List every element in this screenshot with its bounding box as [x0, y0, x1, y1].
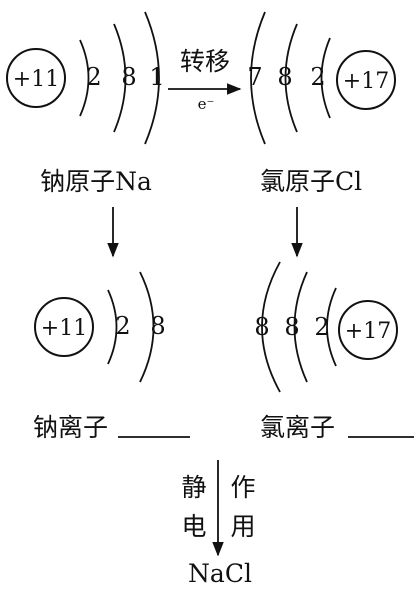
- sodium-ion: +11 2 8: [34, 271, 166, 383]
- electron-symbol: e⁻: [198, 95, 215, 113]
- sodium-ion-nucleus-charge: +11: [41, 316, 87, 341]
- chloride-ion: 8 8 2 +17: [254, 261, 398, 393]
- chloride-ion-shell-3: [261, 261, 281, 393]
- chloride-ion-shell-1: [326, 287, 337, 367]
- sodium-ion-shell-1-electrons: 2: [115, 312, 130, 340]
- sodium-ion-label: 钠离子: [33, 413, 108, 442]
- electrostatic-interaction: 静 电 作 用: [181, 460, 256, 557]
- electron-transfer: 转移 e⁻: [168, 47, 242, 113]
- sodium-ion-shell-2-electrons: 8: [150, 312, 165, 340]
- chloride-ion-nucleus-charge: +17: [345, 319, 391, 344]
- chlorine-atom-label: 氯原子Cl: [260, 167, 362, 196]
- electrostatic-char-2: 电: [181, 512, 206, 541]
- sodium-ion-shell-1: [107, 289, 118, 365]
- chlorine-atom-shell-1: [320, 37, 331, 119]
- electrostatic-char-1: 静: [181, 473, 206, 502]
- chlorine-atom-nucleus-charge: +17: [343, 69, 389, 94]
- chloride-ion-shell-2: [293, 271, 308, 383]
- sodium-atom-shell-3: [144, 11, 160, 145]
- chlorine-atom-shell-1-electrons: 2: [310, 63, 325, 91]
- chlorine-atom-shell-3: [250, 11, 266, 145]
- sodium-atom-shell-2: [113, 23, 127, 133]
- chloride-ion-shell-2-electrons: 8: [284, 313, 299, 341]
- chloride-ion-shell-3-electrons: 8: [254, 313, 269, 341]
- sodium-atom: +11 2 8 1: [6, 11, 165, 145]
- chloride-ion-nucleus: [338, 300, 398, 360]
- sodium-atom-shell-2-electrons: 8: [121, 63, 136, 91]
- chloride-ion-shell-1-electrons: 2: [314, 313, 329, 341]
- sodium-atom-shell-1: [79, 39, 90, 117]
- chlorine-atom-nucleus: [336, 50, 396, 110]
- chlorine-atom-shell-2: [284, 23, 298, 133]
- sodium-atom-shell-3-electrons: 1: [149, 63, 164, 91]
- electrostatic-char-3: 作: [230, 473, 255, 502]
- chlorine-atom-shell-2-electrons: 8: [277, 63, 292, 91]
- transfer-label: 转移: [180, 47, 230, 76]
- sodium-ion-shell-2: [139, 271, 155, 383]
- electrostatic-char-4: 用: [230, 512, 255, 541]
- chlorine-atom: 7 8 2 +17: [247, 11, 396, 145]
- sodium-atom-shell-1-electrons: 2: [86, 63, 101, 91]
- product-formula: NaCl: [188, 559, 252, 588]
- sodium-atom-nucleus: [6, 48, 66, 108]
- sodium-ion-nucleus: [34, 297, 94, 357]
- sodium-atom-nucleus-charge: +11: [13, 67, 59, 92]
- chlorine-atom-shell-3-electrons: 7: [247, 63, 262, 91]
- chloride-ion-label: 氯离子: [260, 413, 335, 442]
- sodium-atom-label: 钠原子Na: [40, 167, 152, 196]
